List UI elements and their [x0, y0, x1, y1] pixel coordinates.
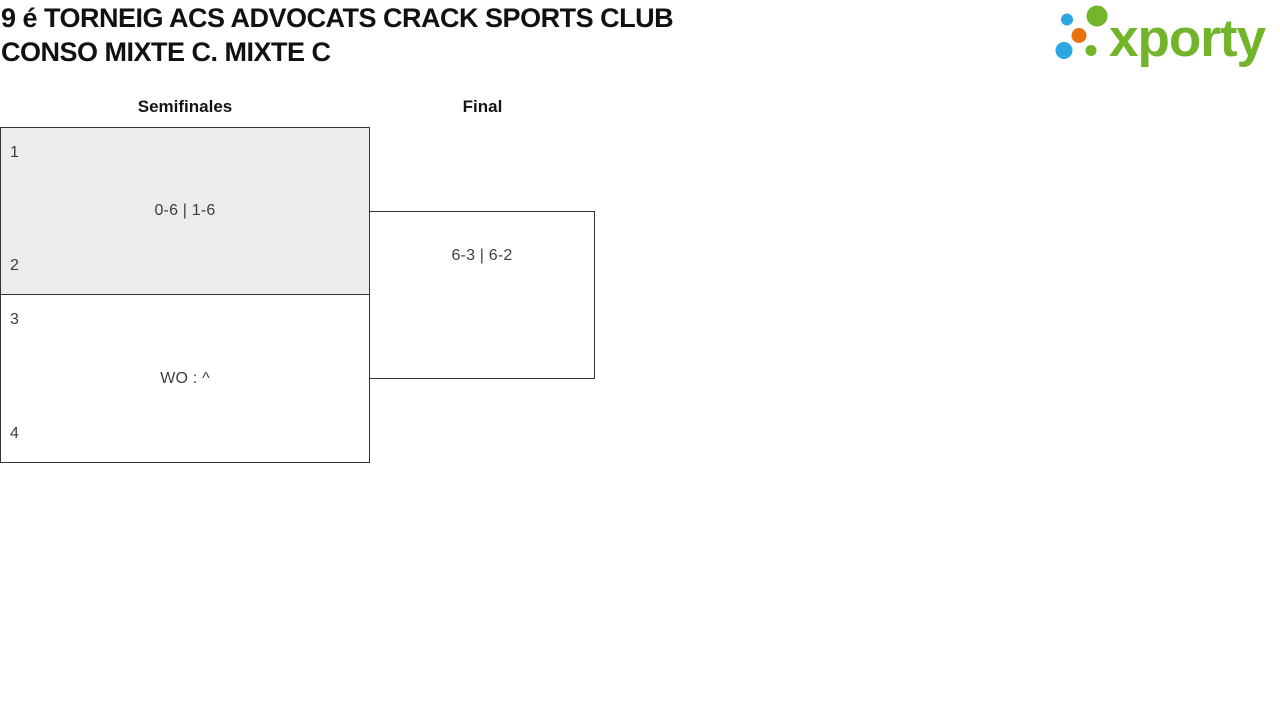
logo-dot-orange-icon: [1071, 28, 1087, 43]
match-score: WO : ^: [160, 369, 210, 387]
category-name: CONSO MIXTE C. MIXTE C: [1, 37, 331, 67]
match-score: 6-3 | 6-2: [451, 247, 513, 264]
seed-position-1: 1: [10, 144, 19, 161]
logo-dot-green-small-icon: [1085, 45, 1097, 56]
logo-wordmark: xporty: [1109, 9, 1267, 68]
round-header-final: Final: [462, 97, 503, 116]
seed-position-3: 3: [10, 311, 19, 328]
page-title: 9 é TORNEIG ACS ADVOCATS CRACK SPORTS CL…: [1, 1, 674, 69]
round-header-semifinales: Semifinales: [137, 97, 233, 116]
match-final[interactable]: 6-3 | 6-2: [369, 211, 595, 379]
seed-position-2: 2: [10, 257, 19, 274]
logo-dot-green-large-icon: [1086, 5, 1108, 27]
logo-dot-blue-small-icon: [1061, 13, 1073, 26]
seed-position-4: 4: [10, 425, 19, 442]
match-score: 0-6 | 1-6: [154, 202, 216, 219]
xporty-logo[interactable]: xporty: [1048, 0, 1280, 72]
match-semifinal-1[interactable]: 1 0-6 | 1-6 2: [0, 127, 370, 295]
tournament-name: 9 é TORNEIG ACS ADVOCATS CRACK SPORTS CL…: [1, 3, 674, 33]
match-semifinal-2[interactable]: 3 WO : ^ 4: [0, 294, 370, 463]
logo-dot-blue-large-icon: [1055, 42, 1073, 59]
